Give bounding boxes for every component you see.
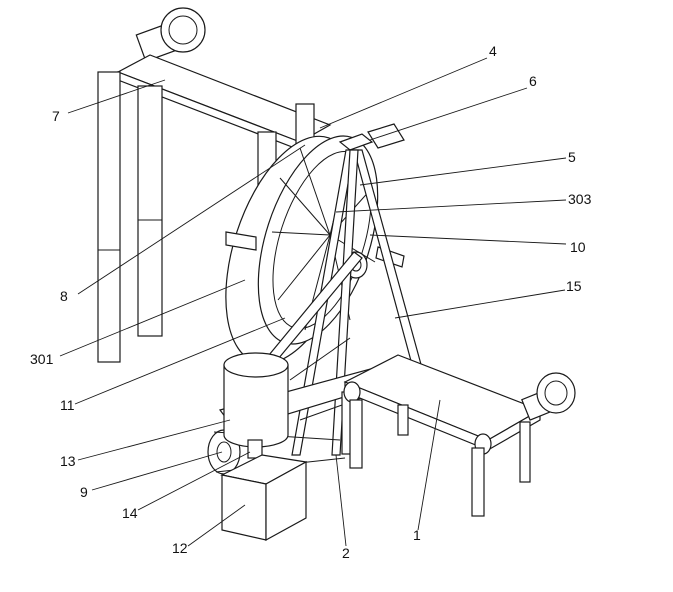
conveyor-leg-2: [471, 447, 485, 517]
label-4: 4: [489, 43, 497, 59]
label-2: 2: [342, 545, 350, 561]
conveyor-leg-1: [349, 399, 363, 469]
conveyor-motor: [521, 372, 576, 421]
top-bracket: [367, 123, 405, 149]
gearbox-front: [221, 474, 267, 541]
large-wheel: [225, 135, 405, 365]
paddle-left: [225, 231, 257, 251]
label-8: 8: [60, 288, 68, 304]
label-14: 14: [122, 505, 138, 521]
gantry-leg-rear-left: [137, 85, 163, 337]
gearbox-side: [265, 460, 307, 542]
conveyor-roller-near: [343, 381, 361, 403]
label-301: 301: [30, 351, 54, 367]
label-11: 11: [60, 397, 75, 413]
label-5: 5: [568, 149, 576, 165]
conveyor-leg-4: [397, 404, 409, 436]
label-12: 12: [172, 540, 188, 556]
label-13: 13: [60, 453, 76, 469]
label-7: 7: [52, 108, 60, 124]
callout-labels: 7 4 6 5 303 10 15 8 301 11 13 9 14 12 2 …: [30, 43, 592, 561]
motor-stack: [220, 352, 308, 542]
label-1: 1: [413, 527, 421, 543]
conveyor-leg-3: [519, 421, 531, 483]
label-9: 9: [80, 484, 88, 500]
motor-shaft: [247, 439, 263, 459]
label-6: 6: [529, 73, 537, 89]
label-10: 10: [570, 239, 586, 255]
top-motor: [135, 7, 206, 63]
conveyor: [343, 354, 576, 517]
label-15: 15: [566, 278, 582, 294]
top-bearing-block: [338, 133, 374, 151]
gantry-leg-front-left: [97, 71, 121, 363]
leader-lines: [59, 57, 567, 547]
label-303: 303: [568, 191, 592, 207]
